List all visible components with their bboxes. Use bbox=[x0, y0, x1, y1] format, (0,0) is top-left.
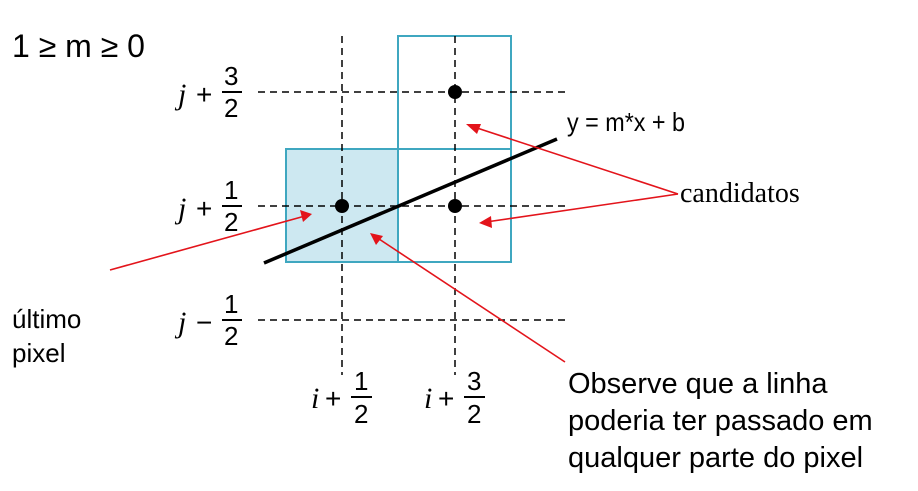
candidates-right-arrow bbox=[479, 193, 679, 228]
line-equation-label: y = m*x + b bbox=[567, 107, 685, 137]
rasterized-line bbox=[263, 137, 558, 265]
candidates-upper-arrow bbox=[466, 124, 679, 195]
candidate-upper-center-dot bbox=[448, 85, 462, 99]
slope-condition: 1 ≥ m ≥ 0 bbox=[12, 28, 145, 64]
svg-text:1: 1 bbox=[224, 175, 238, 205]
svg-text:+: + bbox=[196, 193, 212, 224]
label-j-plus-1-2: j + 1 2 bbox=[174, 175, 242, 237]
last-pixel-center-dot bbox=[335, 199, 349, 213]
svg-text:3: 3 bbox=[467, 366, 481, 396]
svg-text:+: + bbox=[438, 383, 454, 414]
candidates-label: candidatos bbox=[680, 178, 800, 209]
svg-text:j: j bbox=[174, 192, 186, 225]
svg-text:−: − bbox=[196, 307, 212, 338]
last-pixel-arrow bbox=[109, 210, 312, 271]
label-i-plus-3-2: i + 3 2 bbox=[424, 366, 485, 429]
label-i-plus-1-2: i + 1 2 bbox=[311, 366, 372, 429]
label-j-minus-1-2: j − 1 2 bbox=[174, 289, 242, 351]
note-line-3: qualquer parte do pixel bbox=[568, 442, 863, 474]
svg-text:+: + bbox=[325, 383, 341, 414]
note-line-2: poderia ter passado em bbox=[568, 405, 873, 437]
svg-text:i: i bbox=[311, 382, 319, 415]
note-line-1: Observe que a linha bbox=[568, 368, 828, 400]
svg-text:j: j bbox=[174, 306, 186, 339]
svg-text:2: 2 bbox=[354, 399, 368, 429]
last-pixel-label-line1: último bbox=[12, 304, 81, 334]
label-j-plus-3-2: j + 3 2 bbox=[174, 61, 242, 123]
svg-text:2: 2 bbox=[224, 93, 238, 123]
svg-text:2: 2 bbox=[224, 321, 238, 351]
svg-text:j: j bbox=[174, 78, 186, 111]
candidate-right-center-dot bbox=[448, 199, 462, 213]
svg-text:3: 3 bbox=[224, 61, 238, 91]
svg-text:2: 2 bbox=[467, 399, 481, 429]
svg-text:i: i bbox=[424, 382, 432, 415]
svg-text:+: + bbox=[196, 79, 212, 110]
svg-text:2: 2 bbox=[224, 207, 238, 237]
svg-text:1: 1 bbox=[224, 289, 238, 319]
svg-text:1: 1 bbox=[354, 366, 368, 396]
last-pixel-label-line2: pixel bbox=[12, 338, 65, 368]
note-arrow bbox=[370, 233, 566, 363]
